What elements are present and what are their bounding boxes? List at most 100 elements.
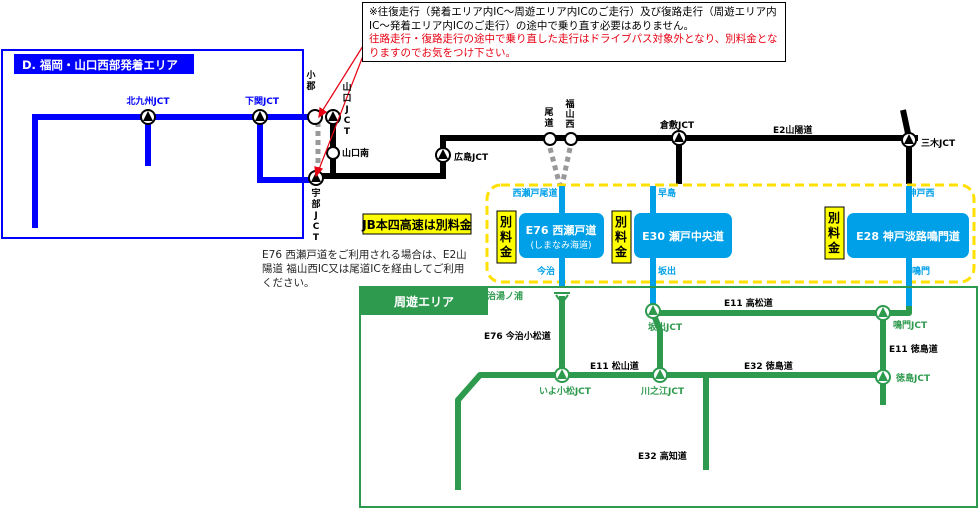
departure-area-frame bbox=[1, 49, 304, 239]
label-nishiseto-onomichi: 西瀬戸尾道 bbox=[512, 187, 557, 199]
label-kitakyushu-jct: 北九州JCT bbox=[126, 95, 170, 107]
black-roads bbox=[316, 109, 918, 184]
fee-badge-e28-bg bbox=[824, 206, 845, 260]
label-e32-kochi: E32 高知道 bbox=[638, 450, 687, 462]
label-hayashima: 早島 bbox=[658, 187, 676, 199]
e2-sanyo-road bbox=[330, 117, 918, 179]
label-ube-1: 宇 bbox=[311, 187, 320, 199]
label-iyo-komatsu-jct: いよ小松JCT bbox=[539, 385, 592, 397]
green-labels: 今治湯ノ浦 坂出JCT 鳴門JCT いよ小松JCT 川之江JCT 徳島JCT bbox=[477, 290, 931, 397]
fee-badge-e76-3: 金 bbox=[499, 244, 513, 259]
label-hiroshima-jct: 広島JCT bbox=[454, 151, 489, 163]
kawanoe-jct-marker[interactable] bbox=[652, 367, 668, 383]
e30-name: E30 瀬戸中央道 bbox=[642, 229, 724, 243]
black-labels: 山口南 広島JCT 倉敷JCT E2山陽道 三木JCT bbox=[342, 119, 956, 163]
yamaguchi-minami-marker[interactable] bbox=[326, 146, 340, 160]
label-imabari: 今治 bbox=[536, 265, 555, 277]
loop-area-frame bbox=[359, 286, 978, 508]
label-onomichi-1: 尾 bbox=[543, 107, 553, 118]
label-e11-takamatsu: E11 高松道 bbox=[724, 297, 773, 309]
label-yamaguchi-2: 口 bbox=[342, 93, 351, 104]
nishiseto-usage-note: E76 西瀬戸道をご利用される場合は、E2山陽道 福山西IC又は尾道ICを経由し… bbox=[262, 249, 467, 289]
yamaguchi-jct-marker[interactable] bbox=[325, 109, 341, 125]
kitakyushu-jct-marker[interactable] bbox=[140, 109, 156, 125]
label-sakaide: 坂出 bbox=[658, 265, 676, 277]
label-kurashiki-jct: 倉敷JCT bbox=[659, 119, 695, 131]
label-kobe-nishi: 神戸西 bbox=[907, 187, 934, 199]
miki-jct-marker[interactable] bbox=[901, 132, 917, 148]
label-ube-4: C bbox=[313, 222, 320, 232]
label-yamaguchi-minami: 山口南 bbox=[342, 147, 369, 159]
label-e11-matsuyama: E11 松山道 bbox=[590, 360, 639, 372]
label-e76-imabari-komatsu: E76 今治小松道 bbox=[484, 330, 551, 342]
label-imabari-yunoura: 今治湯ノ浦 bbox=[477, 290, 523, 302]
sakaide-jct-marker[interactable] bbox=[645, 303, 661, 319]
label-e2-sanyo: E2山陽道 bbox=[773, 124, 812, 136]
e76-name-box bbox=[519, 213, 604, 258]
loop-area-title-bg bbox=[361, 288, 488, 315]
fee-badge-e28: 別 bbox=[827, 211, 840, 225]
shimonoseki-jct-marker[interactable] bbox=[252, 109, 268, 125]
fee-badge-e30-2: 料 bbox=[615, 229, 627, 244]
label-yamaguchi-4: C bbox=[344, 116, 351, 126]
label-fukuyama-3: 西 bbox=[565, 119, 574, 130]
e28-name-box bbox=[847, 213, 969, 258]
fee-badge-e76-bg bbox=[496, 210, 517, 264]
kogushi-marker[interactable] bbox=[307, 109, 323, 125]
onomichi-marker[interactable] bbox=[543, 132, 557, 146]
notice-text: ※往復走行（発着エリア内IC～周遊エリア内ICのご走行）及び復路走行（周遊エリア… bbox=[369, 6, 777, 32]
fee-badge-e28-2: 料 bbox=[828, 225, 840, 240]
fee-badge-e28-3: 金 bbox=[827, 240, 841, 255]
label-kawanoe-jct: 川之江JCT bbox=[640, 385, 685, 397]
loop-area-title: 周遊エリア bbox=[394, 294, 454, 309]
naruto-jct-marker[interactable] bbox=[875, 305, 891, 321]
jb-area-frame bbox=[485, 183, 976, 284]
label-ube-3: J bbox=[313, 211, 317, 221]
label-tokushima-jct: 徳島JCT bbox=[895, 372, 931, 384]
e11-sakaide-branch bbox=[650, 311, 663, 375]
station-labels: 北九州JCT 下関JCT bbox=[126, 95, 279, 107]
label-shimonoseki-jct: 下関JCT bbox=[245, 96, 280, 107]
label-sakaide-jct: 坂出JCT bbox=[648, 321, 683, 333]
jb-title-box bbox=[362, 213, 472, 235]
e76-subname: (しまなみ海道) bbox=[530, 239, 591, 251]
label-naruto: 鳴門 bbox=[912, 265, 930, 277]
iyo-komatsu-jct-marker[interactable] bbox=[554, 367, 570, 383]
label-naruto-jct: 鳴門JCT bbox=[893, 319, 928, 331]
fee-badge-e30-bg bbox=[611, 210, 632, 264]
fee-badge-e76: 別 bbox=[499, 215, 512, 229]
label-yamaguchi-1: 山 bbox=[342, 81, 351, 93]
warning-text: 往路走行・復路走行の途中で乗り直した走行はドライブパス対象外となり、別料金となり… bbox=[369, 33, 778, 59]
label-ube-5: T bbox=[313, 233, 320, 243]
jb-endpoint-labels: 西瀬戸尾道 今治 早島 坂出 神戸西 鳴門 bbox=[512, 187, 934, 277]
departure-area-title: D. 福岡・山口西部発着エリア bbox=[22, 58, 178, 72]
dotted-connector-onomichi bbox=[547, 147, 563, 187]
dotted-connector-fukuyama bbox=[559, 147, 573, 187]
kurashiki-jct-marker[interactable] bbox=[671, 130, 687, 146]
label-e11-tokushima: E11 徳島道 bbox=[889, 343, 938, 355]
tokushima-jct-marker[interactable] bbox=[875, 369, 891, 385]
label-fukuyama-2: 山 bbox=[565, 108, 574, 120]
departure-area-title-bg bbox=[14, 54, 194, 74]
green-road-names: E76 今治小松道 E11 高松道 E11 徳島道 E11 松山道 E32 徳島… bbox=[484, 297, 938, 462]
label-yamaguchi-5: T bbox=[344, 127, 351, 137]
e30-name-box bbox=[634, 213, 732, 258]
junction-markers bbox=[140, 109, 917, 385]
label-fukuyama-1: 福 bbox=[564, 98, 574, 110]
blue-main-road bbox=[32, 114, 316, 228]
notice-box: ※往復走行（発着エリア内IC～周遊エリア内ICのご走行）及び復路走行（周遊エリア… bbox=[362, 2, 786, 62]
e28-name: E28 神戸淡路鳴門道 bbox=[856, 229, 960, 243]
e11-matsuyama-road bbox=[455, 372, 883, 490]
imabari-yunoura-marker[interactable] bbox=[554, 292, 570, 305]
departure-roads bbox=[32, 114, 316, 228]
label-kogushi-2: 郡 bbox=[305, 81, 315, 92]
hiroshima-jct-marker[interactable] bbox=[435, 147, 451, 163]
vertical-labels: 小 郡 山 口 J C T 宇 部 J C T 尾 道 福 山 西 bbox=[305, 69, 574, 243]
e11-takamatsu-road bbox=[650, 306, 912, 316]
fukuyama-nishi-marker[interactable] bbox=[564, 132, 578, 146]
label-yamaguchi-3: J bbox=[344, 105, 348, 115]
label-onomichi-2: 道 bbox=[544, 117, 553, 129]
separate-fee-badges: 別 料 金 別 料 金 別 料 金 bbox=[496, 206, 845, 264]
